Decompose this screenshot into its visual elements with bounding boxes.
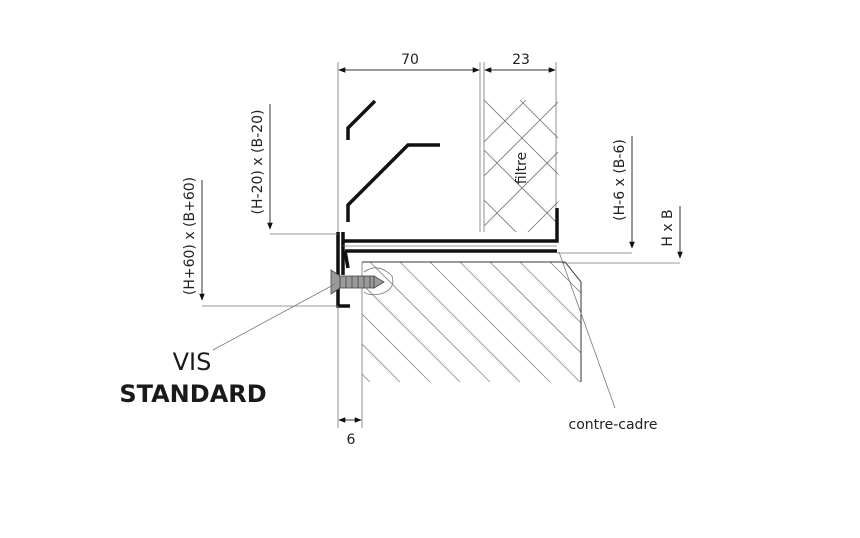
inner-size-label: (H-20) x (B-20) [250, 110, 266, 215]
screw-label-line1: VIS [173, 348, 212, 376]
dimension-6: 6 [337, 306, 363, 448]
opening-size-marker: H x B [562, 206, 683, 264]
dimension-6-label: 6 [347, 432, 356, 448]
frame-callout: contre-cadre [558, 251, 658, 433]
dimension-70: 70 [337, 52, 481, 232]
screw-callout: VIS STANDARD [119, 283, 336, 408]
filter-block: filtre [483, 100, 558, 232]
wall-hatching [362, 262, 581, 382]
dimension-23-label: 23 [512, 52, 530, 68]
frame-label: contre-cadre [569, 417, 658, 433]
outer-size-label: (H+60) x (B+60) [182, 177, 198, 295]
frame-profile [336, 208, 559, 308]
screw [330, 267, 394, 296]
louvre-blades [346, 99, 440, 222]
dimension-23: 23 [483, 52, 557, 100]
filter-size-label: (H-6 x (B-6) [612, 139, 628, 221]
wall-section [361, 261, 582, 382]
filter-label: filtre [514, 152, 530, 184]
filter-size-marker: (H-6 x (B-6) [557, 136, 635, 254]
outer-size-marker: (H+60) x (B+60) [182, 177, 338, 307]
inner-size-marker: (H-20) x (B-20) [250, 104, 338, 235]
dimension-70-label: 70 [401, 52, 419, 68]
screw-label-line2: STANDARD [119, 380, 266, 408]
opening-size-label: H x B [660, 209, 676, 246]
